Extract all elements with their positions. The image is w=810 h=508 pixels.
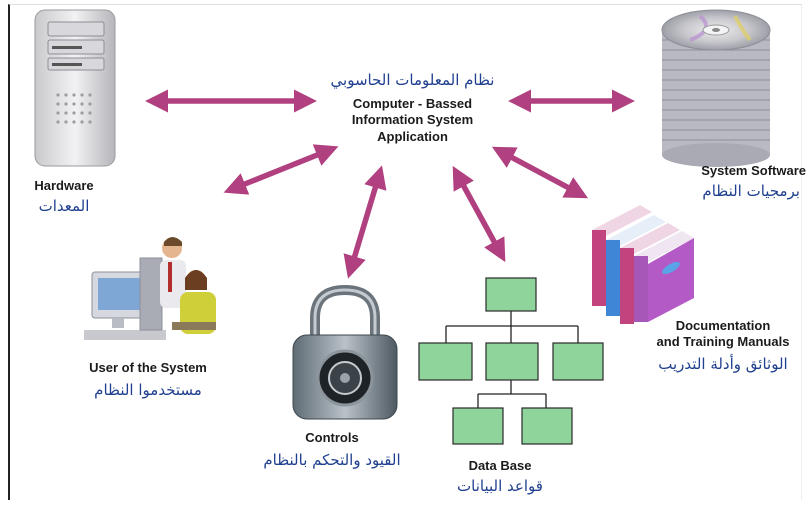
center-label-en-3: Application — [377, 128, 448, 144]
arrow-controls — [343, 165, 387, 279]
arrow-database — [452, 165, 506, 263]
center-label-en-1: Computer - Bassed — [352, 96, 473, 111]
hardware-label-ar: المعدات — [38, 196, 90, 215]
user-label-en: User of the System — [89, 360, 207, 375]
connector-arrows — [145, 89, 635, 279]
hardware-tower-icon — [34, 9, 116, 167]
arrow-user — [223, 144, 339, 195]
controls-label-en: Controls — [305, 430, 359, 445]
database-label-ar: قواعد البيانات — [457, 476, 543, 495]
diagram-frame — [8, 4, 802, 500]
database-label: Data Base قواعد البيانات — [440, 458, 560, 495]
center-label-ar: نظام المعلومات الحاسوبي — [330, 71, 495, 89]
hardware-label-en: Hardware — [34, 178, 94, 193]
cd-stack-icon — [661, 9, 771, 167]
controls-label-ar: القيود والتحكم بالنظام — [263, 450, 401, 469]
user-at-computer-icon — [84, 237, 216, 340]
books-icon — [592, 205, 694, 324]
controls-label: Controls القيود والتحكم بالنظام — [242, 430, 422, 469]
arrow-documentation — [491, 146, 589, 199]
system-software-label: System Software برمجيات النظام — [680, 163, 806, 200]
center-label-en-2: Information System — [351, 112, 474, 128]
documentation-label-ar: الوثائق وأدلة التدريب — [658, 355, 788, 374]
database-tree-icon — [418, 277, 604, 445]
system-software-label-en: System Software — [701, 163, 806, 178]
user-label: User of the System مستخدموا النظام — [68, 360, 228, 399]
documentation-label: Documentation and Training Manuals الوثا… — [638, 318, 808, 373]
padlock-icon — [292, 284, 398, 420]
center-label: نظام المعلومات الحاسوبي Computer - Basse… — [300, 71, 525, 145]
documentation-label-en-2: and Training Manuals — [656, 333, 790, 349]
user-label-ar: مستخدموا النظام — [94, 380, 202, 399]
hardware-label: Hardware المعدات — [20, 178, 108, 215]
system-software-label-ar: برمجيات النظام — [702, 181, 800, 200]
documentation-label-en-1: Documentation — [675, 318, 771, 333]
database-label-en: Data Base — [468, 458, 532, 473]
